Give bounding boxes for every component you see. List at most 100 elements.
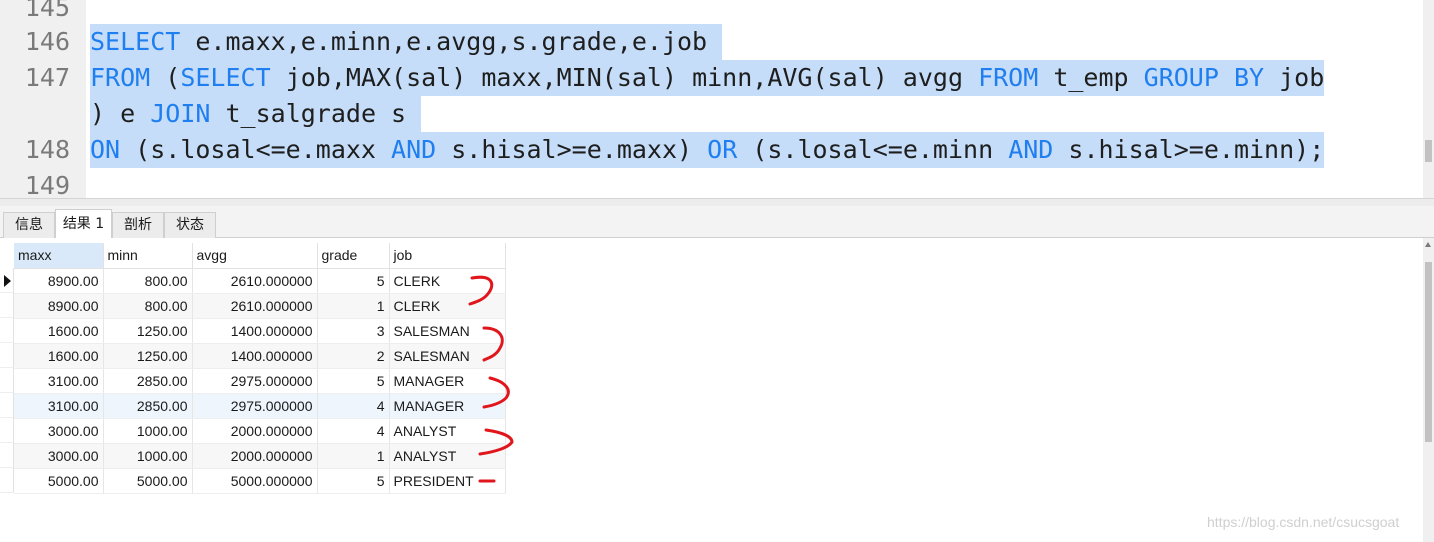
sql-keyword: AND (1008, 135, 1054, 164)
cell-minn[interactable]: 1250.00 (103, 343, 193, 369)
cell-avgg[interactable]: 1400.000000 (192, 318, 318, 344)
row-header[interactable] (0, 418, 14, 443)
cell-minn[interactable]: 800.00 (103, 268, 193, 294)
grid-scrollbar[interactable] (1423, 238, 1434, 542)
cell-grade[interactable]: 5 (317, 368, 390, 394)
cell-avgg[interactable]: 2975.000000 (192, 393, 318, 419)
tab-result-1[interactable]: 结果 1 (55, 209, 112, 239)
cell-grade[interactable]: 4 (317, 393, 390, 419)
tab-status[interactable]: 状态 (164, 212, 216, 238)
tab-profile[interactable]: 剖析 (112, 212, 164, 238)
sql-keyword: SELECT (180, 63, 271, 92)
cell-avgg[interactable]: 2610.000000 (192, 268, 318, 294)
line-number: 146 (24, 27, 70, 56)
cell-maxx[interactable]: 3000.00 (14, 418, 104, 444)
row-header[interactable] (0, 393, 14, 418)
cell-avgg[interactable]: 2000.000000 (192, 443, 318, 469)
cell-maxx[interactable]: 8900.00 (14, 268, 104, 294)
sql-text: s.hisal>=e.minn); (1053, 135, 1325, 164)
cell-job[interactable]: CLERK (389, 268, 506, 294)
cell-job[interactable]: ANALYST (389, 443, 506, 469)
editor-scrollbar-thumb[interactable] (1425, 140, 1432, 162)
cell-minn[interactable]: 2850.00 (103, 368, 193, 394)
row-header[interactable] (0, 443, 14, 468)
line-number: 148 (24, 135, 70, 164)
cell-job[interactable]: SALESMAN (389, 318, 506, 344)
row-header-column (0, 243, 14, 493)
cell-minn[interactable]: 1000.00 (103, 443, 193, 469)
column-header-maxx[interactable]: maxx (14, 243, 104, 269)
column-header-minn[interactable]: minn (103, 243, 193, 269)
cell-avgg[interactable]: 5000.000000 (192, 468, 318, 494)
cell-minn[interactable]: 1000.00 (103, 418, 193, 444)
cell-grade[interactable]: 2 (317, 343, 390, 369)
sql-editor[interactable]: 145 146 147 148 149 SELECT e.maxx,e.minn… (0, 0, 1434, 206)
cell-job[interactable]: CLERK (389, 293, 506, 319)
line-number-gutter: 145 146 147 148 149 (0, 0, 86, 206)
grid-scrollbar-thumb[interactable] (1425, 262, 1432, 442)
cell-maxx[interactable]: 3000.00 (14, 443, 104, 469)
sql-keyword: AND (391, 135, 437, 164)
column-header-job[interactable]: job (389, 243, 506, 269)
row-header[interactable] (0, 468, 14, 493)
scroll-up-arrow-icon[interactable] (1425, 242, 1431, 247)
cell-maxx[interactable]: 3100.00 (14, 393, 104, 419)
cell-job[interactable]: PRESIDENT (389, 468, 506, 494)
sql-text: job (1264, 63, 1325, 92)
cell-job[interactable]: SALESMAN (389, 343, 506, 369)
cell-grade[interactable]: 1 (317, 293, 390, 319)
editor-divider[interactable] (0, 198, 1434, 206)
cell-grade[interactable]: 4 (317, 418, 390, 444)
code-line[interactable]: ) e JOIN t_salgrade s (90, 96, 422, 132)
bracket-mark (468, 275, 494, 306)
cell-minn[interactable]: 2850.00 (103, 393, 193, 419)
cell-job[interactable]: MANAGER (389, 368, 506, 394)
cell-grade[interactable]: 5 (317, 268, 390, 294)
cell-job[interactable]: MANAGER (389, 393, 506, 419)
sql-keyword: OR (707, 135, 738, 164)
cell-avgg[interactable]: 2000.000000 (192, 418, 318, 444)
cell-grade[interactable]: 5 (317, 468, 390, 494)
row-header[interactable] (0, 368, 14, 393)
row-header[interactable] (0, 293, 14, 318)
cell-avgg[interactable]: 1400.000000 (192, 343, 318, 369)
cell-job[interactable]: ANALYST (389, 418, 506, 444)
tab-info[interactable]: 信息 (3, 212, 55, 238)
result-tab-bar: 信息 结果 1 剖析 状态 (0, 206, 1434, 239)
cell-minn[interactable]: 1250.00 (103, 318, 193, 344)
cell-minn[interactable]: 5000.00 (103, 468, 193, 494)
cell-grade[interactable]: 3 (317, 318, 390, 344)
code-line[interactable]: ON (s.losal<=e.maxx AND s.hisal>=e.maxx)… (90, 132, 1325, 168)
code-line[interactable]: FROM (SELECT job,MAX(sal) maxx,MIN(sal) … (90, 60, 1325, 96)
cell-avgg[interactable]: 2610.000000 (192, 293, 318, 319)
cell-grade[interactable]: 1 (317, 443, 390, 469)
code-line[interactable]: SELECT e.maxx,e.minn,e.avgg,s.grade,e.jo… (90, 24, 723, 60)
cell-maxx[interactable]: 3100.00 (14, 368, 104, 394)
cell-minn[interactable]: 800.00 (103, 293, 193, 319)
row-header[interactable] (0, 268, 14, 293)
line-number: 147 (24, 63, 70, 92)
row-header[interactable] (0, 318, 14, 343)
sql-keyword: SELECT (90, 27, 181, 56)
row-header[interactable] (0, 343, 14, 368)
cell-maxx[interactable]: 8900.00 (14, 293, 104, 319)
column-header-avgg[interactable]: avgg (192, 243, 318, 269)
cell-avgg[interactable]: 2975.000000 (192, 368, 318, 394)
cell-maxx[interactable]: 5000.00 (14, 468, 104, 494)
editor-scrollbar[interactable] (1423, 0, 1434, 206)
cell-maxx[interactable]: 1600.00 (14, 318, 104, 344)
column-header-grade[interactable]: grade (317, 243, 390, 269)
cell-maxx[interactable]: 1600.00 (14, 343, 104, 369)
